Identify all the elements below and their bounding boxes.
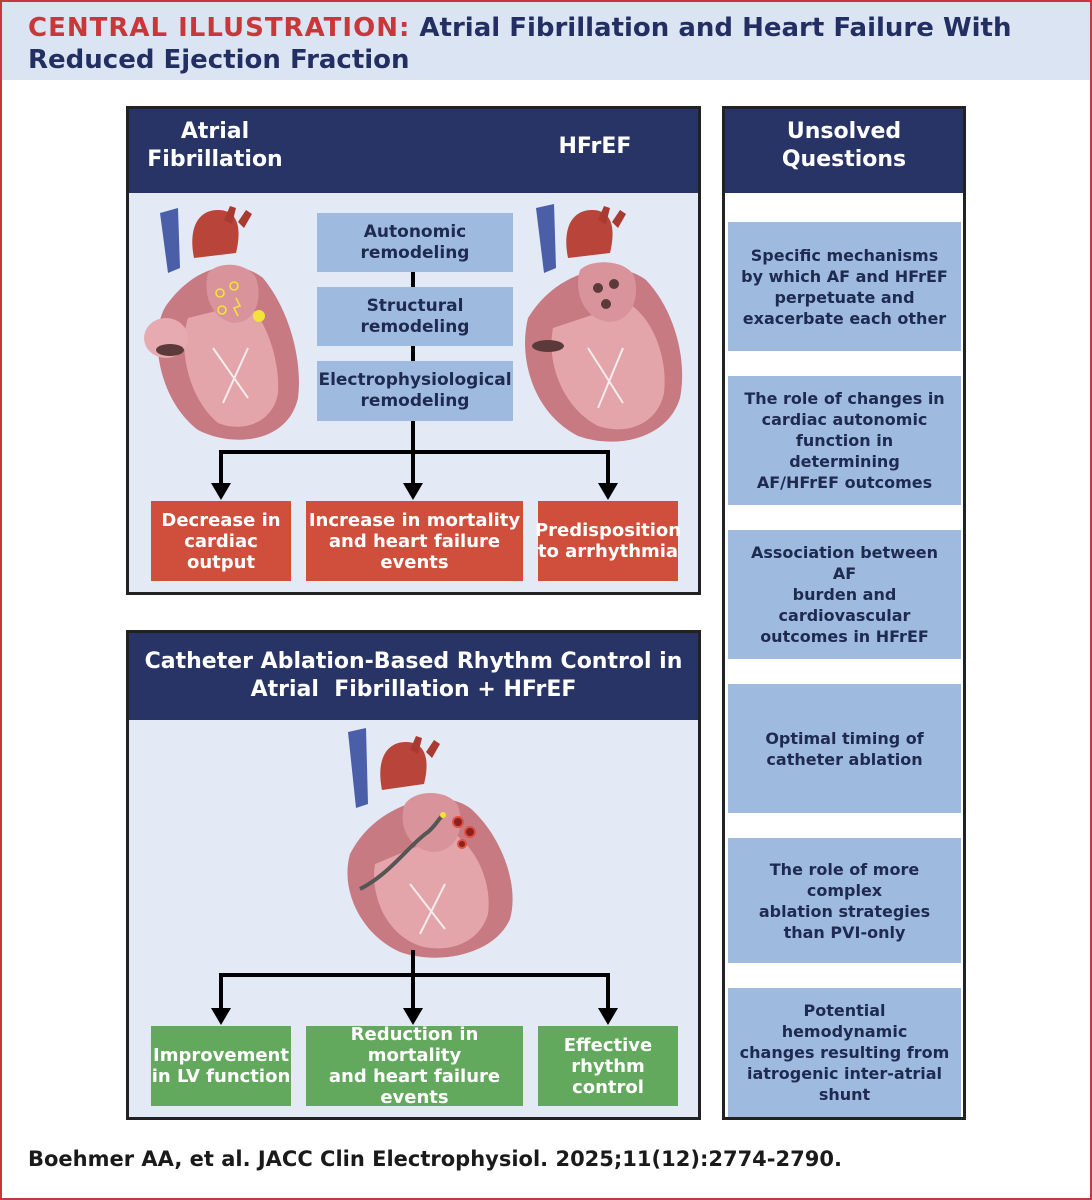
title-rest: Atrial Fibrillation and Heart Failure Wi… bbox=[28, 13, 1012, 75]
hfref-heart-illustration bbox=[525, 204, 683, 442]
top-arrow-stem-right bbox=[606, 450, 610, 485]
outcome-decrease-cardiac-output: Decrease in cardiac output bbox=[151, 501, 291, 581]
outcome-reduction-mortality: Reduction in mortality and heart failure… bbox=[306, 1024, 523, 1108]
top-arrowhead-right bbox=[598, 483, 618, 500]
citation: Boehmer AA, et al. JACC Clin Electrophys… bbox=[28, 1147, 842, 1171]
ablation-panel-header bbox=[129, 633, 698, 720]
af-heart-illustration bbox=[144, 206, 299, 440]
question-mechanisms: Specific mechanisms by which AF and HFrE… bbox=[728, 222, 961, 351]
bottom-arrow-stem-left bbox=[219, 973, 223, 1010]
mechanism-structural: Structural remodeling bbox=[317, 287, 513, 346]
bottom-arrowhead-right bbox=[598, 1008, 618, 1025]
title-lead: CENTRAL ILLUSTRATION: bbox=[28, 13, 411, 43]
ablation-panel-title: Catheter Ablation-Based Rhythm Control i… bbox=[144, 649, 683, 702]
question-af-burden: Association between AF burden and cardio… bbox=[728, 530, 961, 659]
mechanism-autonomic: Autonomic remodeling bbox=[317, 213, 513, 272]
header-band bbox=[2, 2, 1090, 80]
ablation-heart-illustration bbox=[347, 728, 513, 958]
page-title: CENTRAL ILLUSTRATION: Atrial Fibrillatio… bbox=[28, 12, 1068, 76]
af-hfref-panel-header bbox=[129, 109, 698, 193]
unsolved-questions-title: Unsolved Questions bbox=[781, 119, 907, 172]
top-arrowhead-middle bbox=[403, 483, 423, 500]
af-label: Atrial Fibrillation bbox=[147, 119, 283, 172]
question-autonomic-function: The role of changes in cardiac autonomic… bbox=[728, 376, 961, 505]
bottom-arrow-stem-right bbox=[606, 973, 610, 1010]
bottom-arrowhead-left bbox=[211, 1008, 231, 1025]
hfref-label: HFrEF bbox=[558, 134, 632, 159]
outcome-effective-rhythm-control: Effective rhythm control bbox=[538, 1026, 678, 1106]
top-arrowhead-left bbox=[211, 483, 231, 500]
bottom-arrowhead-middle bbox=[403, 1008, 423, 1025]
question-ablation-strategies: The role of more complex ablation strate… bbox=[728, 838, 961, 963]
mechanism-electrophysiological: Electrophysiological remodeling bbox=[317, 361, 513, 421]
bottom-arrow-stem-middle bbox=[411, 973, 415, 1010]
unsolved-questions-header bbox=[725, 109, 963, 193]
bottom-arrow-stem-top bbox=[411, 950, 415, 976]
question-inter-atrial-shunt: Potential hemodynamic changes resulting … bbox=[728, 988, 961, 1117]
top-arrow-stem-middle bbox=[411, 450, 415, 485]
top-arrow-stem-left bbox=[219, 450, 223, 485]
question-timing: Optimal timing of catheter ablation bbox=[728, 684, 961, 813]
outcome-improvement-lv: Improvement in LV function bbox=[151, 1026, 291, 1106]
outcome-predisposition-arrhythmia: Predisposition to arrhythmia bbox=[535, 501, 681, 581]
outcome-increase-mortality: Increase in mortality and heart failure … bbox=[306, 501, 523, 581]
